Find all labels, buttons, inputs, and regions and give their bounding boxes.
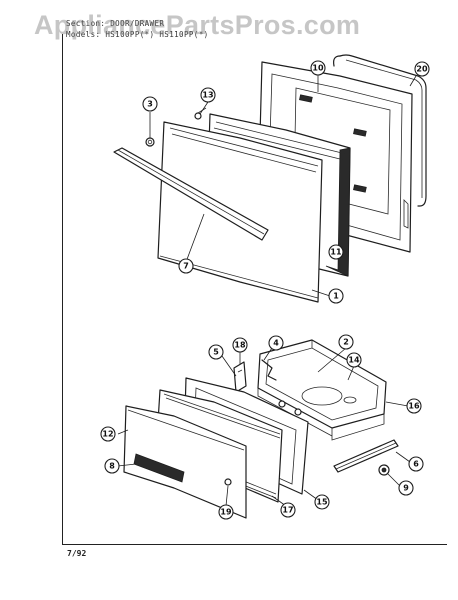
svg-text:14: 14 [348, 356, 360, 365]
callout-9: 9 [398, 480, 414, 496]
callout-10: 10 [310, 60, 326, 76]
svg-text:19: 19 [220, 508, 232, 517]
callout-11: 11 [328, 244, 344, 260]
handle-screw [145, 137, 155, 147]
door-gasket [333, 54, 427, 207]
callout-14: 14 [346, 352, 362, 368]
callout-2: 2 [338, 334, 354, 350]
date-code: 7/92 [67, 549, 87, 558]
svg-text:17: 17 [282, 506, 293, 515]
door-handle [113, 147, 269, 241]
drawer-rail [333, 439, 399, 473]
drawer-screw [224, 478, 232, 486]
diagram-frame [62, 34, 447, 545]
svg-text:15: 15 [316, 498, 328, 507]
svg-text:12: 12 [102, 430, 113, 439]
callout-4: 4 [268, 335, 284, 351]
drawer-body [257, 339, 387, 441]
svg-text:20: 20 [416, 65, 428, 74]
callout-17: 17 [280, 502, 296, 518]
svg-text:6: 6 [413, 460, 419, 469]
watermark: AppliancePartsPros.com [34, 10, 361, 40]
callout-20: 20 [414, 61, 430, 77]
callout-6: 6 [408, 456, 424, 472]
svg-text:13: 13 [202, 91, 213, 100]
drawer-front-panel [123, 405, 247, 519]
svg-text:8: 8 [109, 462, 115, 471]
callout-12: 12 [100, 426, 116, 442]
drawer-clip [261, 359, 277, 381]
svg-text:3: 3 [147, 100, 153, 109]
door-screw [194, 107, 207, 120]
section-label: Section: DOOR/DRAWER [66, 19, 165, 28]
drawer-roller [378, 464, 390, 476]
svg-text:7: 7 [183, 262, 189, 271]
drawer-handle [133, 453, 185, 483]
svg-text:11: 11 [330, 248, 342, 257]
callout-5: 5 [208, 344, 224, 360]
svg-text:5: 5 [213, 348, 219, 357]
svg-text:1: 1 [333, 292, 339, 301]
svg-text:16: 16 [408, 402, 420, 411]
models-label: Models: HS100PP(*) HS110PP(*) [66, 30, 209, 39]
callout-18: 18 [232, 337, 248, 353]
callout-8: 8 [104, 458, 120, 474]
callout-1: 1 [328, 288, 344, 304]
svg-text:2: 2 [343, 338, 349, 347]
callout-16: 16 [406, 398, 422, 414]
callout-15: 15 [314, 494, 330, 510]
callout-3: 3 [142, 96, 158, 112]
callout-19: 19 [218, 504, 234, 520]
svg-text:18: 18 [234, 341, 246, 350]
svg-text:10: 10 [312, 64, 324, 73]
callout-7: 7 [178, 258, 194, 274]
callout-13: 13 [200, 87, 216, 103]
svg-text:4: 4 [273, 339, 279, 348]
svg-text:9: 9 [403, 484, 409, 493]
outer-door-panel [157, 121, 323, 303]
drawer-bracket [233, 361, 247, 393]
